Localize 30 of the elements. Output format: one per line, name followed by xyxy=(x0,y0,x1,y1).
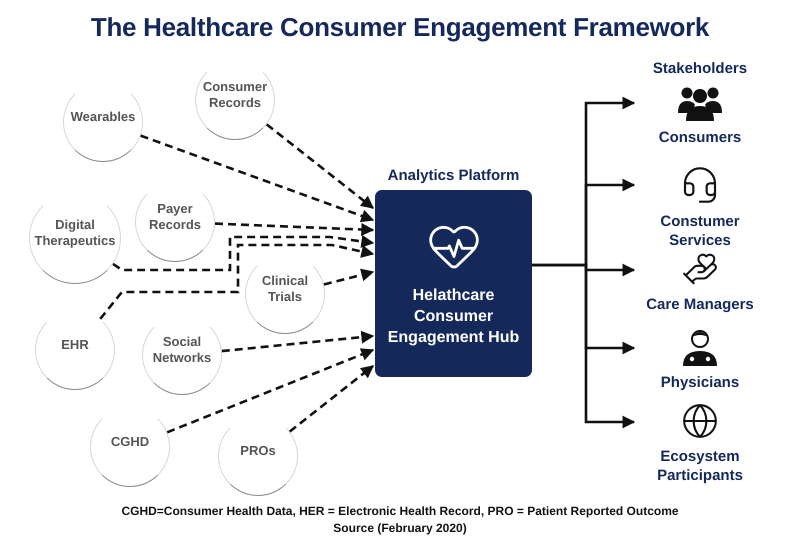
stakeholder-label: Physicians xyxy=(660,374,740,393)
dashed-arrow xyxy=(166,348,374,434)
stakeholder-label: Care Managers xyxy=(646,296,754,315)
dashed-arrow xyxy=(112,234,374,272)
dashed-arrow xyxy=(288,364,374,433)
footnote: Source (February 2020) xyxy=(333,521,467,535)
hub-label: Helathcare Consumer Engagement Hub xyxy=(386,286,520,348)
column-heading: Stakeholders xyxy=(652,60,748,77)
stakeholder-label: Constumer Services xyxy=(659,213,741,250)
node-label: Consumer Records xyxy=(202,78,268,112)
stakeholder-label: Ecosystem Participants xyxy=(656,448,744,486)
dashed-arrow xyxy=(214,222,374,236)
dashed-arrow xyxy=(222,330,374,352)
dashed-arrow xyxy=(324,268,374,286)
node-label: Wearables xyxy=(70,108,136,126)
dashed-arrow xyxy=(140,134,374,222)
dashed-arrow xyxy=(99,244,374,320)
hub-heading: Analytics Platform xyxy=(388,167,520,184)
node-label: CGHD xyxy=(110,434,150,450)
node-label: Digital Therapeutics xyxy=(34,216,116,250)
title: The Healthcare Consumer Engagement Framework xyxy=(90,12,710,43)
node-label: Clinical Trials xyxy=(260,272,310,306)
node-label: Payer Records xyxy=(148,200,202,234)
node-label: PROs xyxy=(240,442,276,460)
node-label: EHR xyxy=(61,336,89,354)
arrow xyxy=(532,264,636,428)
footnote: CGHD=Consumer Health Data, HER = Electronic Health Record, PRO = Patient Reported Outcome xyxy=(121,504,679,518)
dashed-arrow xyxy=(266,123,374,210)
stakeholder-label: Consumers xyxy=(658,129,742,148)
node-label: Social Networks xyxy=(152,334,212,366)
